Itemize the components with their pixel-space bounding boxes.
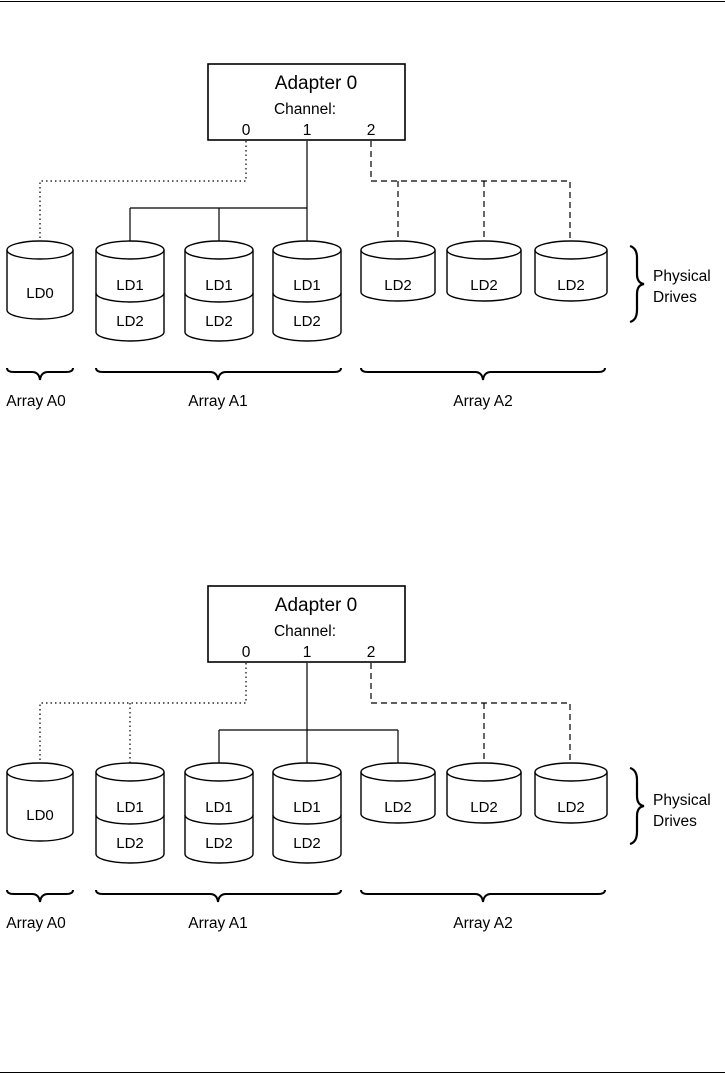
array-a0-brace: Array A0	[6, 367, 74, 410]
physical-drives-brace: Physical Drives	[629, 244, 711, 324]
drive-3: LD1 LD2	[272, 762, 342, 864]
adapter-title: Adapter 0	[275, 595, 357, 616]
array-a1-brace: Array A1	[95, 889, 342, 932]
drive-label-bottom: LD2	[205, 835, 233, 852]
physical-drives-label-line2: Drives	[653, 289, 697, 306]
drive-4: LD2	[360, 240, 436, 302]
drive-1: LD1 LD2	[95, 762, 165, 864]
drive-label-bottom: LD2	[116, 835, 144, 852]
drive-5: LD2	[446, 762, 522, 824]
physical-drives-label-line2: Drives	[653, 813, 697, 830]
drive-label-bottom: LD2	[205, 313, 233, 330]
adapter-box: Adapter 0 Channel: 0 1 2	[207, 585, 406, 663]
adapter-title: Adapter 0	[275, 73, 357, 94]
array-a0-label: Array A0	[6, 393, 66, 410]
array-a2-brace: Array A2	[360, 889, 606, 932]
drive-label-top: LD1	[293, 799, 321, 816]
array-a1-label: Array A1	[188, 915, 247, 932]
drive-label: LD2	[470, 277, 498, 294]
physical-drives-label-line1: Physical	[653, 792, 711, 809]
diagram-1: Adapter 0 Channel: 0 1 2 LD0	[6, 63, 711, 410]
drive-label-top: LD1	[116, 277, 144, 294]
channel-0: 0	[242, 644, 251, 661]
adapter-box: Adapter 0 Channel: 0 1 2	[207, 63, 406, 141]
array-a0-label: Array A0	[6, 915, 66, 932]
drive-label-top: LD1	[205, 799, 233, 816]
array-a2-label: Array A2	[453, 393, 512, 410]
drive-4: LD2	[360, 762, 436, 824]
channel-1: 1	[303, 644, 312, 661]
drive-label-bottom: LD2	[293, 313, 321, 330]
drive-6: LD2	[534, 240, 608, 302]
drive-label-top: LD1	[116, 799, 144, 816]
channel-1-link	[129, 141, 308, 252]
drive-label: LD2	[384, 799, 412, 816]
channel-1-link	[218, 663, 399, 774]
channel-label: Channel:	[274, 623, 336, 640]
drive-label: LD2	[557, 277, 585, 294]
array-a1-brace: Array A1	[95, 367, 342, 410]
drive-5: LD2	[446, 240, 522, 302]
channel-0: 0	[242, 122, 251, 139]
drive-1: LD1 LD2	[95, 240, 165, 342]
drive-0: LD0	[6, 240, 74, 320]
drive-2: LD1 LD2	[184, 240, 254, 342]
drive-label-top: LD1	[205, 277, 233, 294]
channel-2: 2	[367, 122, 376, 139]
channel-0-link	[39, 663, 247, 774]
drive-label: LD0	[26, 807, 54, 824]
drive-6: LD2	[534, 762, 608, 824]
array-a1-label: Array A1	[188, 393, 247, 410]
drive-label-top: LD1	[293, 277, 321, 294]
drive-label-bottom: LD2	[293, 835, 321, 852]
channel-2-link	[370, 141, 571, 252]
channel-1: 1	[303, 122, 312, 139]
channel-label: Channel:	[274, 101, 336, 118]
drive-label: LD0	[26, 285, 54, 302]
array-a2-brace: Array A2	[360, 367, 606, 410]
drive-label-bottom: LD2	[116, 313, 144, 330]
channel-0-link	[39, 141, 247, 252]
drive-3: LD1 LD2	[272, 240, 342, 342]
drive-0: LD0	[6, 762, 74, 842]
channel-2-link	[370, 663, 571, 774]
drive-2: LD1 LD2	[184, 762, 254, 864]
array-a0-brace: Array A0	[6, 889, 74, 932]
drive-label: LD2	[384, 277, 412, 294]
diagram-2: Adapter 0 Channel: 0 1 2 LD0	[6, 585, 711, 932]
physical-drives-brace: Physical Drives	[629, 766, 711, 846]
drive-label: LD2	[470, 799, 498, 816]
array-a2-label: Array A2	[453, 915, 512, 932]
channel-2: 2	[367, 644, 376, 661]
physical-drives-label-line1: Physical	[653, 268, 711, 285]
drive-label: LD2	[557, 799, 585, 816]
